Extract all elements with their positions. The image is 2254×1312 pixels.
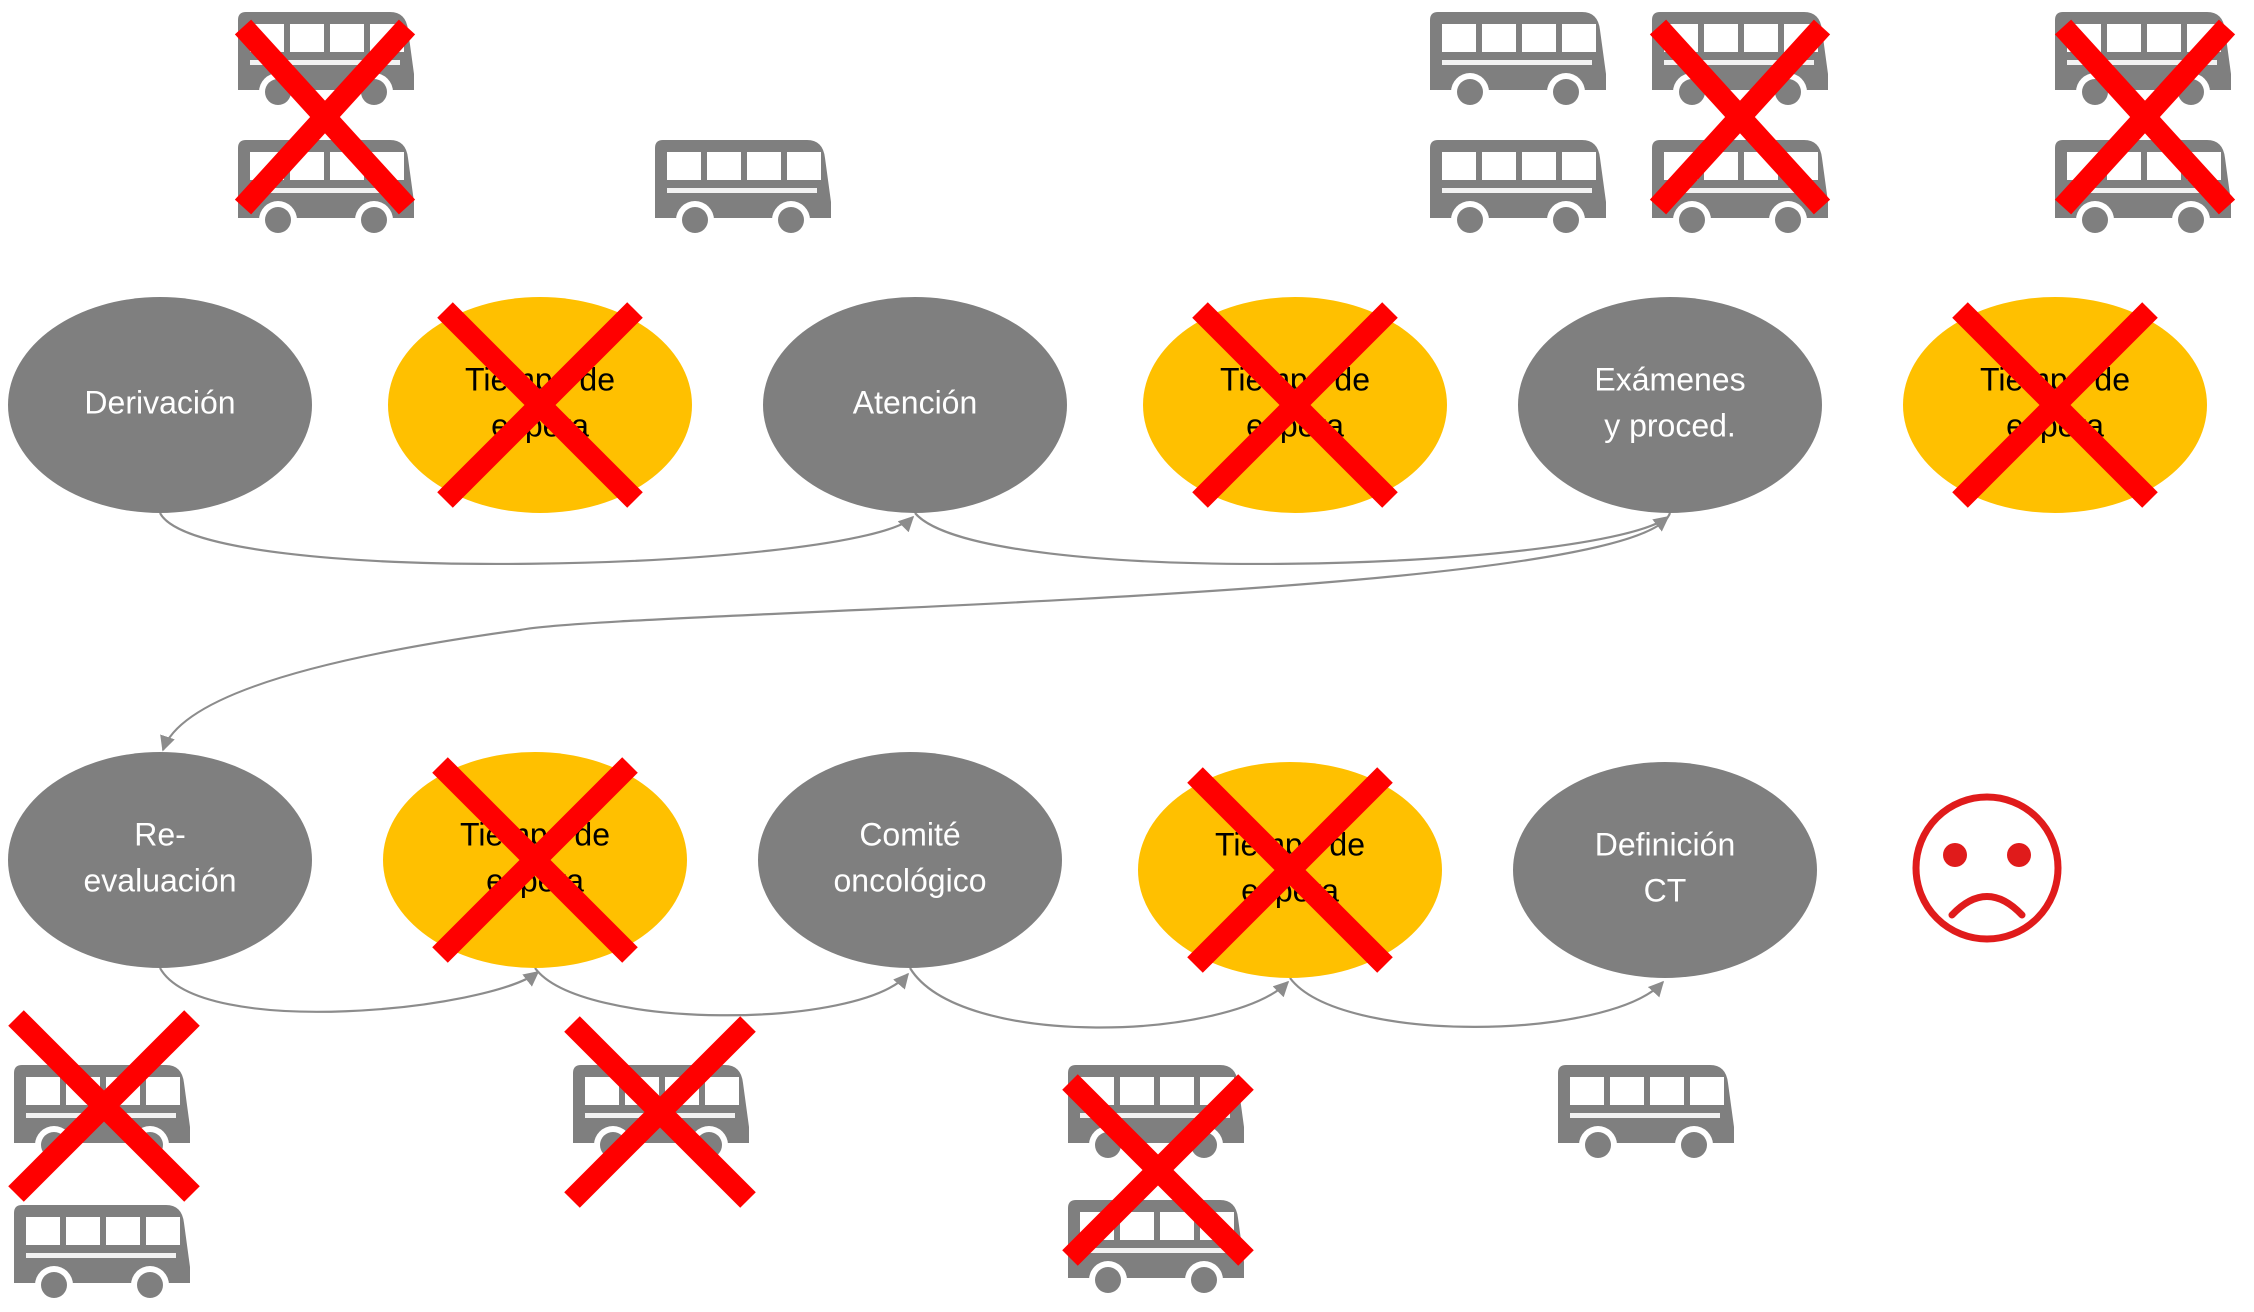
step-ellipse (763, 297, 1067, 513)
sad-face-icon (1912, 793, 2062, 943)
cross-icon (432, 757, 638, 963)
connector-comite-to-espera-5 (909, 967, 1290, 1029)
connector-examenes-to-reevaluacion (160, 512, 1672, 752)
bus-icon-top-3 (1430, 140, 1606, 239)
node-label-line: y proced. (1604, 407, 1736, 443)
cross-icon (2054, 19, 2236, 215)
cross-icon (1187, 767, 1393, 973)
cross-icon (1192, 302, 1398, 508)
step-ellipse (1518, 297, 1822, 513)
node-label-line: evaluación (84, 862, 237, 898)
bus-icon-bottom-1 (14, 1205, 190, 1304)
cross-icon (437, 302, 643, 508)
step-ellipse (8, 752, 312, 968)
bus-icon-bottom-4 (1558, 1065, 1734, 1164)
cross-icon (564, 1016, 756, 1208)
cross-icon (1649, 19, 1831, 215)
step-ellipse (758, 752, 1062, 968)
cross-icon (1952, 302, 2158, 508)
connector-reevaluacion-to-espera-4 (159, 967, 540, 1013)
connector-derivacion-to-atencion (159, 512, 915, 565)
node-label-line: Derivación (84, 384, 235, 420)
cross-icon (1062, 1074, 1254, 1266)
node-label-line: Exámenes (1594, 361, 1745, 397)
node-label-line: CT (1644, 872, 1687, 908)
node-atencion: Atención (763, 297, 1067, 513)
bus-icon-top-2 (655, 140, 831, 239)
outcome (1912, 793, 2062, 943)
node-label-line: Comité (859, 816, 960, 852)
node-label-line: oncológico (834, 862, 987, 898)
connector-espera-4-to-comite (534, 967, 910, 1017)
connectors (159, 512, 1672, 1029)
node-label-line: Atención (853, 384, 978, 420)
node-label-line: Definición (1595, 826, 1736, 862)
cross-icon (234, 19, 416, 215)
step-ellipse (1513, 762, 1817, 978)
bus-icon-top-3 (1430, 12, 1606, 111)
step-ellipse (8, 297, 312, 513)
node-comite: Comité oncológico (758, 752, 1062, 968)
node-derivacion: Derivación (8, 297, 312, 513)
cross-icon (8, 1010, 200, 1202)
node-examenes: Exámenes y proced. (1518, 297, 1822, 513)
bus-icons (8, 12, 2236, 1304)
node-label-line: Re- (134, 816, 186, 852)
node-reevaluacion: Re-evaluación (8, 752, 312, 968)
connector-espera-5-to-definicion (1289, 977, 1665, 1028)
connector-atencion-to-examenes (914, 512, 1670, 565)
